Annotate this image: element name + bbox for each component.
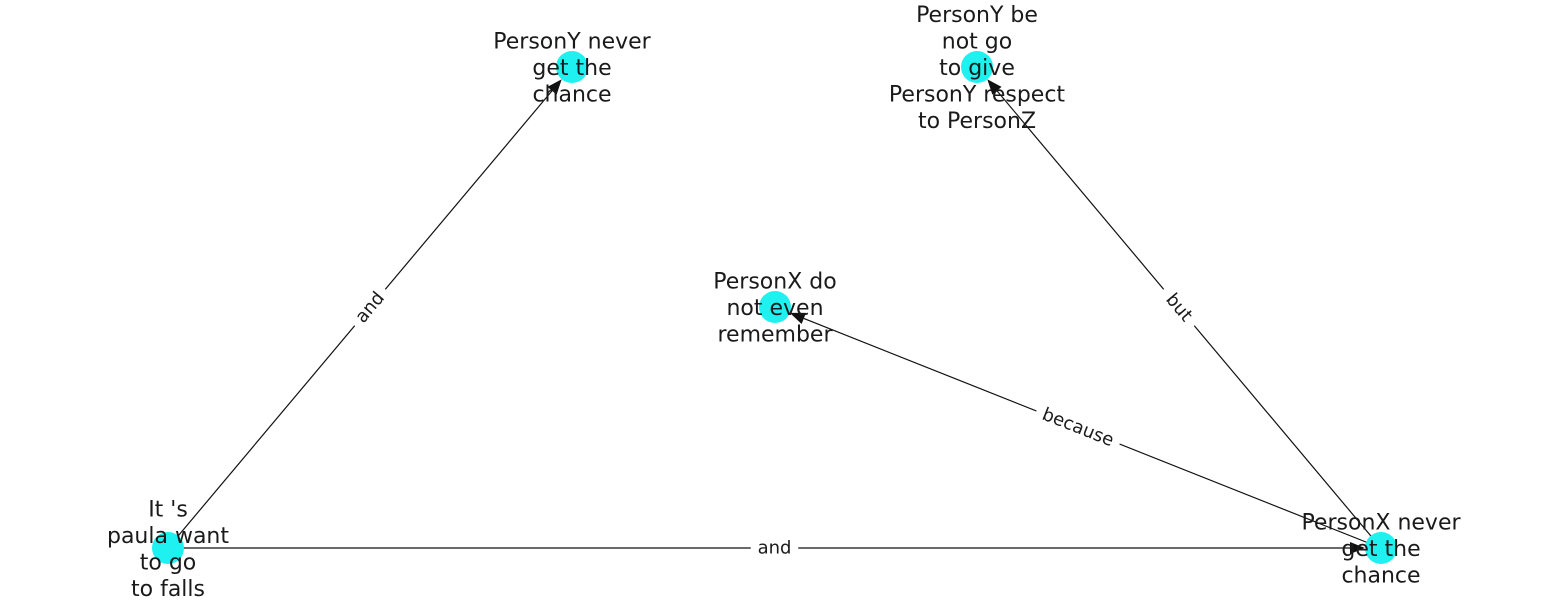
node-label-line: remember (717, 323, 833, 348)
node-label-line: get the (532, 56, 611, 81)
node-label-line: PersonY be (916, 3, 1038, 28)
arrow-head (789, 312, 807, 325)
edge-label-background (1153, 280, 1205, 335)
node-label-line: not even (726, 296, 823, 321)
node-n4 (152, 532, 184, 564)
node-n5 (1365, 532, 1397, 564)
edge-label: and (344, 280, 396, 335)
arrow-head (987, 79, 1002, 95)
nodes-layer (152, 51, 1397, 564)
node-label-line: to give (939, 56, 1015, 81)
edge-label: but (1153, 280, 1205, 335)
node-label-line: It 's (148, 497, 188, 522)
edge-label-background (1031, 398, 1125, 457)
node-label-line: get the (1341, 537, 1420, 562)
node-label-line: PersonY never (493, 30, 651, 55)
node-label-line: PersonX never (1301, 511, 1461, 536)
node-label-line: not go (942, 30, 1012, 55)
edge-label: because (1031, 398, 1125, 457)
edge-label-text: and (758, 538, 792, 559)
node-label-line: to falls (131, 577, 205, 602)
edge-label-background (750, 535, 799, 561)
edge-label: and (750, 535, 799, 561)
node-label-line: chance (1341, 564, 1420, 589)
node-label-line: paula want (107, 524, 229, 549)
node-n3 (759, 291, 791, 323)
node-label-line: to PersonZ (918, 109, 1036, 134)
arrow-head (547, 79, 562, 95)
node-label-line: to go (140, 550, 197, 575)
arrow-head (1350, 542, 1365, 554)
node-n1 (556, 51, 588, 83)
edge-label-background (344, 280, 396, 335)
node-label-line: PersonY respect (889, 83, 1066, 108)
node-n2 (961, 51, 993, 83)
node-label-line: chance (532, 83, 611, 108)
node-label-line: PersonX do (713, 270, 836, 295)
edge-label-text: because (1039, 404, 1117, 451)
